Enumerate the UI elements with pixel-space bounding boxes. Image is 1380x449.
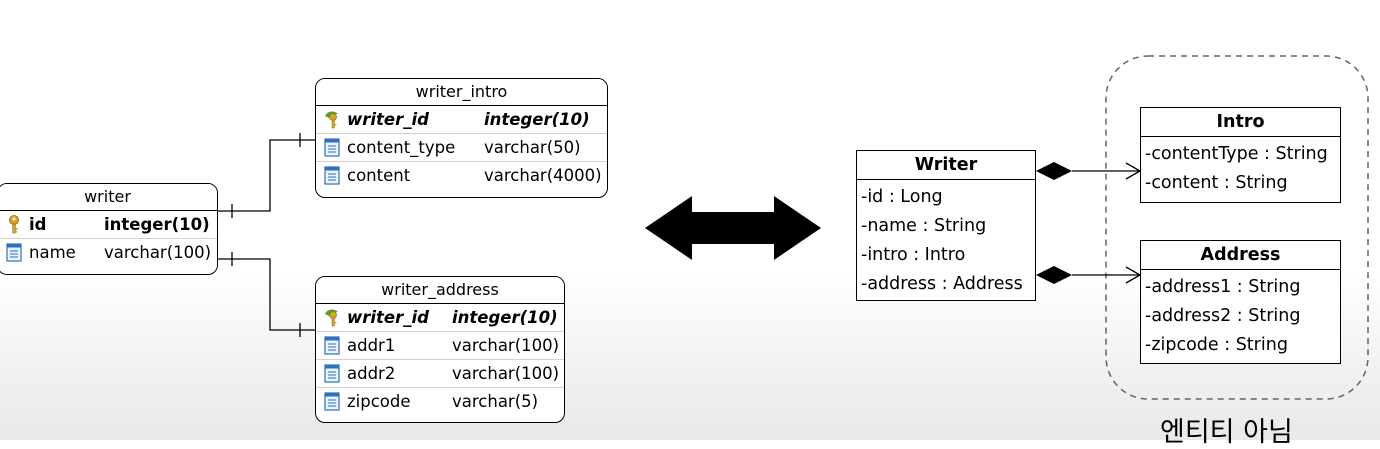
column-name: writer_id (347, 308, 429, 327)
erd-table-writer-address[interactable]: writer_address writer_id integer(10) add… (315, 276, 565, 423)
uml-class-writer[interactable]: Writer -id : Long -name : String -intro … (856, 150, 1036, 301)
column-row[interactable]: writer_id integer(10) (316, 106, 607, 134)
column-type: integer(10) (484, 110, 590, 129)
class-attribute: -address : Address (861, 274, 1023, 294)
class-attribute: -content : String (1145, 173, 1288, 193)
class-title: Address (1141, 241, 1340, 270)
class-attribute: -address2 : String (1145, 306, 1301, 326)
column-icon (6, 243, 22, 262)
class-attribute: -intro : Intro (861, 245, 966, 265)
column-row[interactable]: name varchar(100) (0, 239, 217, 266)
column-name: content (347, 166, 411, 185)
attribute-list: -id : Long -name : String -intro : Intro… (857, 180, 1035, 299)
column-type: integer(10) (104, 215, 210, 234)
column-type: varchar(4000) (484, 166, 602, 185)
column-icon (324, 336, 340, 355)
column-type: varchar(100) (452, 364, 560, 383)
column-row[interactable]: addr1 varchar(100) (316, 332, 564, 360)
class-title: Writer (857, 151, 1035, 180)
foreign-key-icon (325, 309, 338, 327)
column-type: varchar(50) (484, 138, 581, 157)
column-row[interactable]: id integer(10) (0, 211, 217, 239)
foreign-key-icon (325, 111, 338, 129)
column-row[interactable]: content varchar(4000) (316, 162, 607, 189)
column-row[interactable]: zipcode varchar(5) (316, 388, 564, 415)
uml-class-address[interactable]: Address -address1 : String -address2 : S… (1140, 240, 1341, 364)
class-attribute: -id : Long (861, 187, 943, 207)
column-type: varchar(5) (452, 392, 539, 411)
group-caption: 엔티티 아님 (1160, 417, 1293, 448)
composition-writer-intro (1036, 162, 1142, 180)
column-type: integer(10) (452, 308, 558, 327)
column-type: varchar(100) (104, 243, 212, 262)
column-name: addr2 (347, 364, 396, 383)
column-row[interactable]: writer_id integer(10) (316, 304, 564, 332)
table-title: writer (0, 184, 217, 211)
column-row[interactable]: addr2 varchar(100) (316, 360, 564, 388)
class-title: Intro (1141, 108, 1340, 137)
column-type: varchar(100) (452, 336, 560, 355)
relation-writer-intro (218, 133, 315, 218)
column-name: addr1 (347, 336, 396, 355)
attribute-list: -contentType : String -content : String (1141, 137, 1340, 198)
column-row[interactable]: content_type varchar(50) (316, 134, 607, 162)
erd-table-writer[interactable]: writer id integer(10) name varchar(100) (0, 183, 218, 275)
key-icon (9, 215, 19, 234)
table-title: writer_intro (316, 79, 607, 106)
erd-table-writer-intro[interactable]: writer_intro writer_id integer(10) conte… (315, 78, 608, 198)
double-arrow-icon (645, 196, 821, 260)
column-name: id (29, 215, 47, 234)
column-icon (324, 166, 340, 185)
class-attribute: -name : String (861, 216, 987, 236)
relation-writer-address (218, 252, 315, 337)
column-name: zipcode (347, 392, 411, 411)
class-attribute: -contentType : String (1145, 144, 1328, 164)
column-name: name (29, 243, 76, 262)
composition-writer-address (1036, 266, 1142, 284)
attribute-list: -address1 : String -address2 : String -z… (1141, 270, 1340, 360)
column-name: content_type (347, 138, 456, 157)
column-icon (324, 364, 340, 383)
class-attribute: -zipcode : String (1145, 335, 1288, 355)
column-icon (324, 138, 340, 157)
table-title: writer_address (316, 277, 564, 304)
column-name: writer_id (347, 110, 429, 129)
class-attribute: -address1 : String (1145, 277, 1301, 297)
value-object-group (1105, 55, 1369, 400)
column-icon (324, 392, 340, 411)
uml-class-intro[interactable]: Intro -contentType : String -content : S… (1140, 107, 1341, 203)
